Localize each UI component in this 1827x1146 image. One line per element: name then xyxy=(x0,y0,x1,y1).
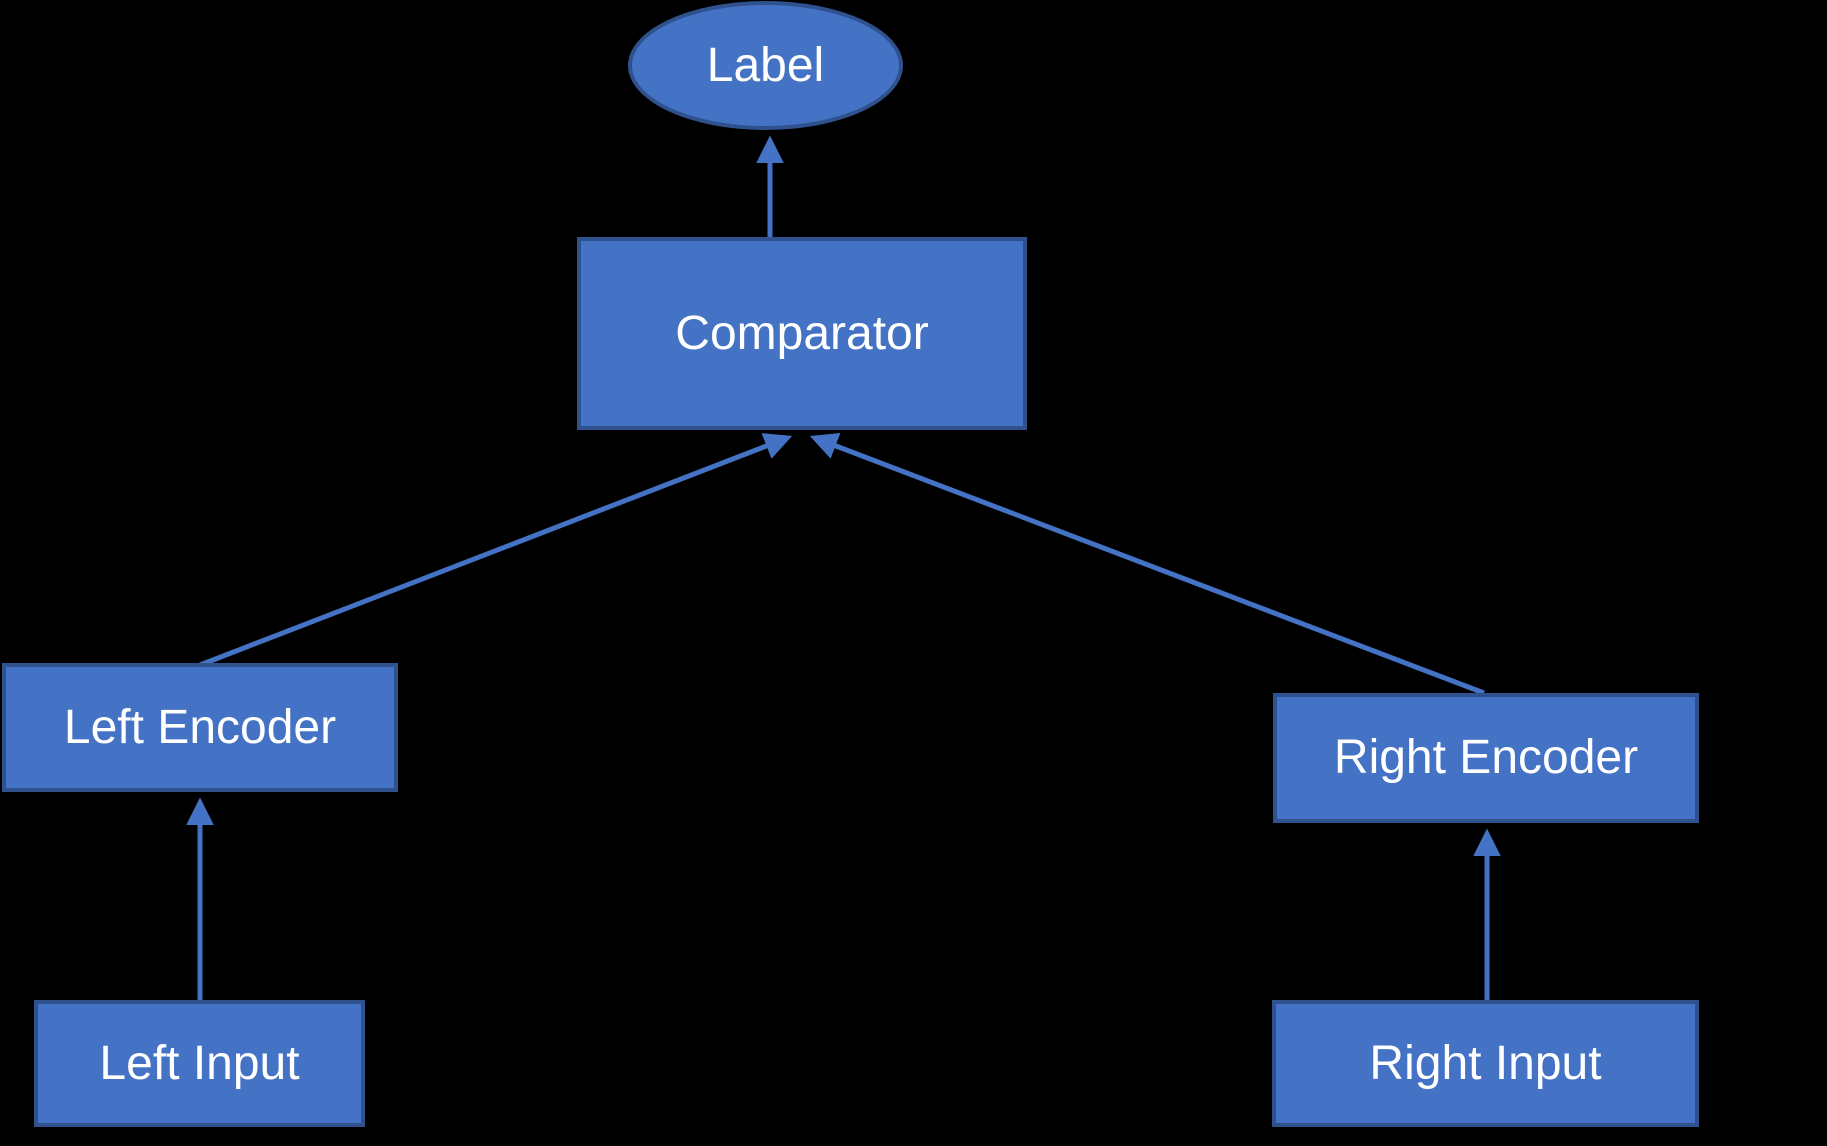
edge-right-encoder-to-comparator xyxy=(809,432,1485,696)
right-encoder-node: Right Encoder xyxy=(1273,693,1699,823)
right-input-node-text: Right Input xyxy=(1369,1036,1602,1090)
edge-left-encoder-to-comparator xyxy=(199,433,793,668)
right-encoder-node-text: Right Encoder xyxy=(1333,731,1639,784)
left-input-node-text: Left Input xyxy=(99,1036,300,1090)
label-node-text: Label xyxy=(706,38,825,92)
comparator-node-text: Comparator xyxy=(675,306,929,360)
right-input-node: Right Input xyxy=(1272,1000,1699,1127)
label-node: Label xyxy=(628,1,903,130)
left-input-node: Left Input xyxy=(34,1000,365,1127)
comparator-node: Comparator xyxy=(577,237,1027,430)
left-encoder-node-text: Left Encoder xyxy=(63,700,337,754)
left-encoder-node: Left Encoder xyxy=(2,663,398,792)
